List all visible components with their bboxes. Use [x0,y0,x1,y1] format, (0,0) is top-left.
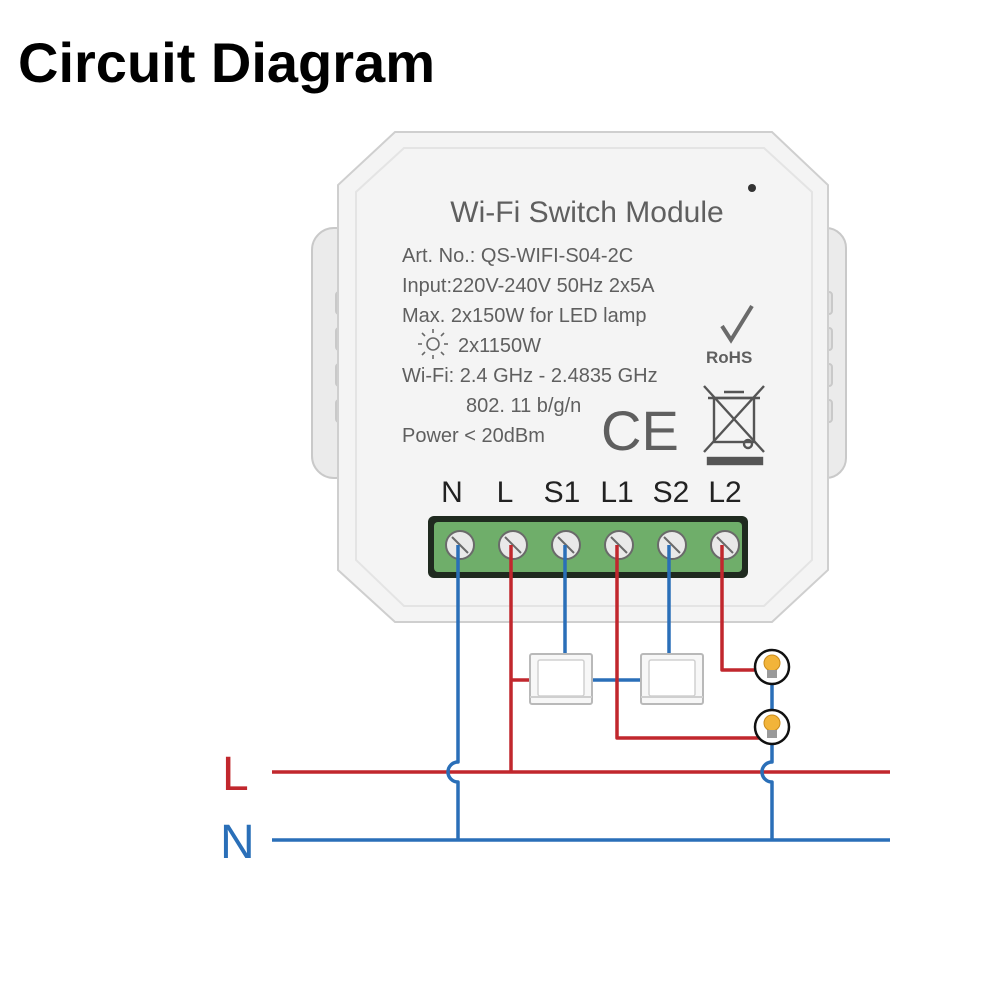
terminal-label-l: L [497,476,514,509]
terminal-label-s2: S2 [653,476,690,509]
rohs-check-icon [720,304,754,344]
spec-max-led: Max. 2x150W for LED lamp [402,305,647,327]
spec-power: Power < 20dBm [402,425,545,447]
rohs-label: RoHS [706,348,752,367]
spec-article: Art. No.: QS-WIFI-S04-2C [402,245,633,267]
wire-l2-to-bulb1 [720,545,768,672]
wire-n-terminal [446,545,460,840]
switch-icon [640,653,704,705]
terminal-label-s1: S1 [544,476,581,509]
terminal-screws [445,530,740,560]
terminal-label-l2: L2 [708,476,741,509]
terminal-block [434,522,742,572]
wiring [272,545,890,842]
wire-bulbs-neutral [760,670,774,840]
switch-module: Wi-Fi Switch Module Art. No.: QS-WIFI-S0… [311,131,847,623]
switch-icon [529,653,593,705]
status-led [748,184,756,192]
spec-incandescent: 2x1150W [458,335,541,357]
spec-protocol: 802. 11 b/g/n [466,395,581,417]
ce-mark: CE [601,399,679,462]
mains-neutral-label: N [220,816,255,869]
terminal-label-l1: L1 [600,476,633,509]
module-body [337,131,829,623]
module-name: Wi-Fi Switch Module [450,196,723,229]
page-title: Circuit Diagram [18,31,435,94]
bulb-icon [753,708,791,746]
terminal-label-n: N [441,476,463,509]
spec-input: Input:220V-240V 50Hz 2x5A [402,275,655,297]
mains-live-label: L [222,748,249,801]
spec-wifi: Wi-Fi: 2.4 GHz - 2.4835 GHz [402,365,658,387]
wire-l1-to-bulb2 [615,545,768,740]
bulb-icon [753,648,791,686]
weee-bin-icon [703,385,765,466]
lamp-symbol-icon [418,329,448,359]
